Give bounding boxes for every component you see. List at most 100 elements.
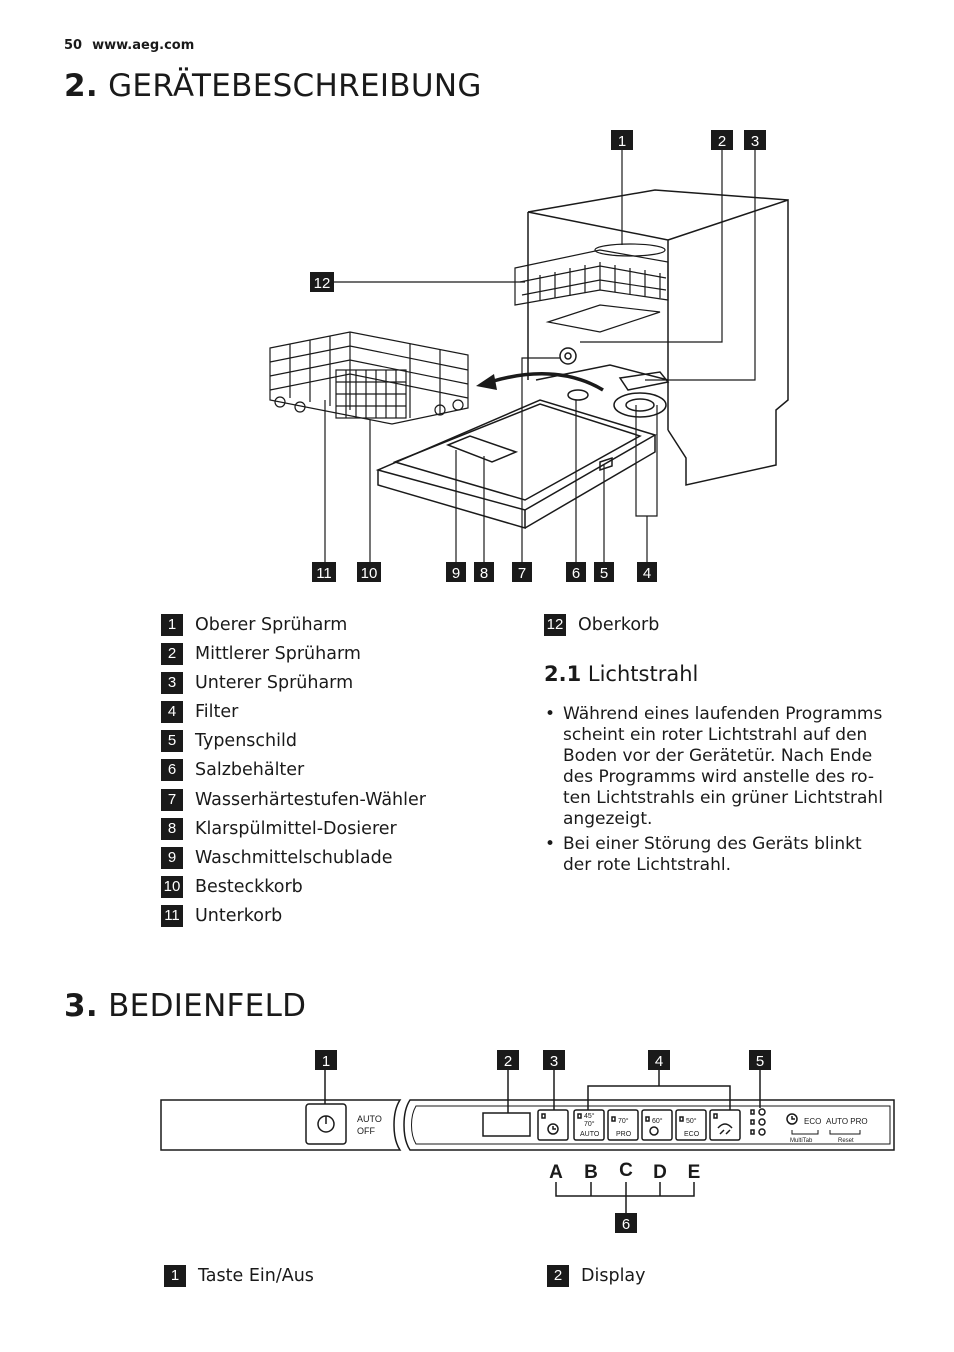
svg-text:3: 3 [550, 1053, 558, 1070]
section-2-heading: 2. GERÄTEBESCHREIBUNG [64, 68, 482, 104]
right-eco-label: ECO [804, 1117, 821, 1126]
lower-spray-arm [618, 371, 670, 391]
subsection-title: Lichtstrahl [587, 662, 699, 686]
auto-label: AUTO [357, 1114, 382, 1124]
prog-d-bottom: ECO [684, 1131, 700, 1138]
letter-d: D [653, 1162, 667, 1183]
section-3-number: 3. [64, 988, 98, 1024]
legend-item: 6 Salzbehälter [161, 759, 304, 781]
panel-callout-5: 5 [749, 1050, 771, 1070]
callout-4: 4 [637, 562, 657, 582]
callout-3: 3 [744, 130, 766, 150]
panel-callout-2: 2 [497, 1050, 519, 1070]
section-2-number: 2. [64, 68, 98, 104]
legend-item: 5 Typenschild [161, 730, 297, 752]
bullet-item: Bei einer Störung des Geräts blinkt der … [545, 834, 895, 876]
panel-right-part [403, 1099, 895, 1151]
svg-text:3: 3 [751, 133, 759, 150]
prog-a-top: 45° [584, 1112, 595, 1120]
svg-text:5: 5 [756, 1053, 764, 1070]
panel-callout-4: 4 [648, 1050, 670, 1070]
legend-label: Display [581, 1266, 646, 1286]
legend-badge: 2 [547, 1265, 569, 1287]
svg-text:1: 1 [322, 1053, 330, 1070]
callout-10: 10 [357, 562, 381, 582]
subsection-heading: 2.1 Lichtstrahl [544, 662, 698, 686]
multitab-clock-icon [786, 1113, 798, 1125]
program-button-c [641, 1109, 673, 1141]
legend-label: Mittlerer Sprüharm [195, 644, 361, 664]
svg-text:5: 5 [600, 565, 608, 582]
letter-e: E [688, 1162, 701, 1183]
panel-callout-1: 1 [315, 1050, 337, 1070]
legend-badge: 7 [161, 789, 183, 811]
program-button-d [675, 1109, 707, 1141]
subsection-number: 2.1 [544, 662, 582, 686]
middle-spray-arm-fitting [559, 347, 577, 365]
legend-badge: 9 [161, 847, 183, 869]
upper-basket [514, 243, 669, 333]
callout-1: 1 [611, 130, 633, 150]
svg-text:2: 2 [504, 1053, 512, 1070]
panel-callouts: 1 2 3 4 5 6 [315, 1050, 771, 1233]
svg-text:10: 10 [361, 565, 378, 582]
legend-badge: 1 [161, 614, 183, 636]
dishwasher-illustration: 1 2 3 12 11 10 9 8 7 6 5 4 [269, 130, 789, 582]
svg-text:8: 8 [480, 565, 488, 582]
legend-label: Oberkorb [578, 615, 660, 635]
legend-item: 9 Waschmittelschublade [161, 847, 393, 869]
letter-b: B [584, 1162, 598, 1183]
svg-text:4: 4 [643, 565, 651, 582]
section-3-heading: 3. BEDIENFELD [64, 988, 306, 1024]
door [375, 399, 657, 530]
prog-b-bottom: PRO [616, 1131, 632, 1138]
legend-label: Unterkorb [195, 906, 283, 926]
off-label: OFF [357, 1126, 375, 1136]
callout-6: 6 [566, 562, 586, 582]
panel-callout-3: 3 [543, 1050, 565, 1070]
callout-12: 12 [310, 272, 334, 292]
control-panel-illustration: AUTO OFF 45° 70° AUTO 70° PRO 60° 50° EC… [160, 1050, 895, 1233]
lower-basket [269, 331, 469, 425]
callout-7: 7 [512, 562, 532, 582]
section-3-title: BEDIENFELD [108, 988, 307, 1024]
callout-badges: 1 2 3 12 11 10 9 8 7 6 5 4 [310, 130, 766, 582]
callout-8: 8 [474, 562, 494, 582]
leader-lines [324, 150, 756, 562]
legend-label: Oberer Sprüharm [195, 615, 348, 635]
legend-label: Taste Ein/Aus [198, 1266, 314, 1286]
svg-text:12: 12 [314, 275, 331, 292]
svg-text:9: 9 [452, 565, 460, 582]
legend-label: Unterer Sprüharm [195, 673, 354, 693]
svg-text:11: 11 [316, 565, 332, 582]
svg-text:7: 7 [518, 565, 526, 582]
program-button-e [709, 1109, 741, 1141]
arrow-head [476, 374, 497, 390]
legend-label: Waschmittelschublade [195, 848, 393, 868]
callout-11: 11 [312, 562, 336, 582]
program-button-a [573, 1109, 605, 1141]
delay-start-button [537, 1109, 569, 1141]
letter-a: A [549, 1162, 563, 1183]
legend-label: Salzbehälter [195, 760, 305, 780]
panel-callout-6: 6 [615, 1213, 637, 1233]
legend-badge: 1 [164, 1265, 186, 1287]
panel-left-part [160, 1099, 402, 1151]
legend-badge: 6 [161, 759, 183, 781]
reset-label: Reset [838, 1138, 854, 1144]
callout-9: 9 [446, 562, 466, 582]
legend-label: Typenschild [195, 731, 297, 751]
letter-c: C [619, 1160, 633, 1181]
legend-badge: 5 [161, 730, 183, 752]
basket-arrow [489, 372, 604, 392]
filter-top [613, 392, 667, 418]
legend-badge: 11 [161, 905, 183, 927]
section-2-title: GERÄTEBESCHREIBUNG [108, 68, 482, 104]
callout-2: 2 [711, 130, 733, 150]
legend-item: 1 Oberer Sprüharm [161, 614, 347, 636]
salt-container-cap [567, 389, 589, 401]
